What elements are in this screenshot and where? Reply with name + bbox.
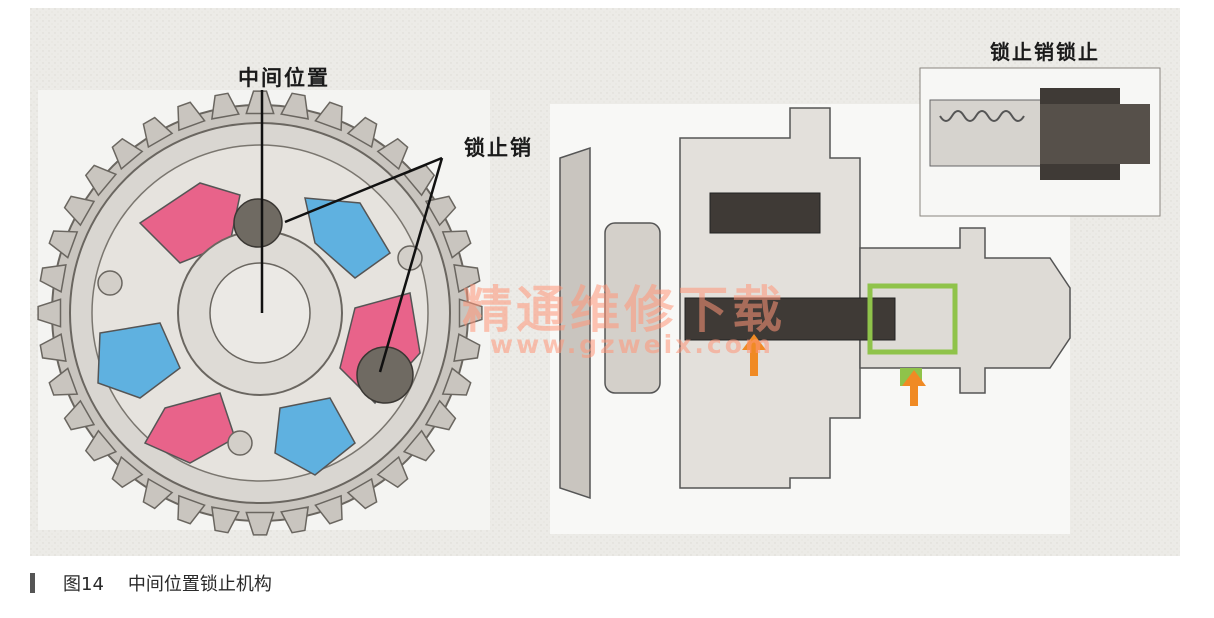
rotor-center	[209, 262, 311, 364]
sprocket-tooth	[48, 230, 79, 259]
lock-pin-upper	[233, 198, 283, 248]
sprocket-edge	[559, 146, 591, 500]
sprocket-tooth	[63, 399, 96, 431]
sprocket-tooth	[63, 195, 96, 227]
sprocket-tooth	[48, 367, 79, 396]
leader-lock-pin-lower	[378, 157, 444, 373]
sprocket-tooth	[441, 367, 472, 396]
sprocket-tooth	[177, 101, 206, 132]
watermark-url: www.gzweix.com	[490, 330, 774, 359]
advance-chamber	[143, 392, 236, 464]
retard-chamber	[304, 197, 391, 279]
vvt-cross-section	[559, 107, 1071, 500]
sprocket-tooth	[280, 92, 309, 120]
sprocket-tooth	[402, 429, 436, 462]
label-middle-position: 中间位置	[238, 66, 330, 90]
sprocket-tooth	[453, 333, 481, 362]
oil-flow-arrow	[902, 370, 926, 406]
sprocket-tooth	[39, 333, 67, 362]
lock-pin-lower	[356, 346, 414, 404]
retard-chamber	[274, 397, 356, 476]
sprocket-tooth	[142, 116, 174, 149]
sprocket-tooth	[37, 298, 62, 328]
caption-number: 图14	[63, 574, 104, 595]
sprocket-tooth	[453, 264, 481, 293]
sprocket-tooth	[142, 477, 174, 510]
caption-title: 中间位置锁止机构	[127, 574, 272, 595]
control-spool	[684, 297, 896, 341]
sprocket-tooth	[376, 455, 409, 489]
sprocket-tooth	[424, 399, 457, 431]
vvt-sprocket	[37, 90, 483, 536]
sprocket-tooth	[314, 101, 343, 132]
oil-passage	[867, 283, 958, 355]
label-lock-pin-locked: 锁止销锁止	[990, 40, 1100, 64]
inset-bore	[929, 99, 1051, 167]
label-lock-pin: 锁止销	[464, 136, 533, 160]
sprocket-tooth	[424, 195, 457, 227]
oil-flow-arrow	[742, 334, 766, 376]
sprocket-tooth	[245, 511, 275, 536]
figure-illustration	[30, 8, 1180, 556]
sprocket-tooth	[314, 494, 343, 525]
sprocket-tooth	[280, 506, 309, 534]
sprocket-tooth	[346, 116, 378, 149]
lock-pin-locked-inset	[919, 67, 1161, 217]
inset-spring	[939, 110, 1025, 122]
sprocket-tooth	[84, 164, 118, 197]
sprocket-tooth	[177, 494, 206, 525]
sprocket-tooth	[346, 477, 378, 510]
leader-lock-pin-upper	[284, 156, 443, 224]
sprocket-tooth	[441, 230, 472, 259]
retard-chamber	[97, 322, 181, 399]
sprocket-tooth	[39, 264, 67, 293]
figure-caption: 图14 中间位置锁止机构	[30, 570, 272, 596]
sprocket-flange	[604, 222, 661, 394]
sprocket-tooth	[211, 92, 240, 120]
caption-bar	[30, 573, 35, 593]
inset-lock-pin-head	[1040, 104, 1150, 164]
sprocket-tooth	[111, 455, 144, 489]
lock-pin-section-upper	[709, 192, 821, 234]
sprocket-tooth	[211, 506, 240, 534]
sprocket-tooth	[458, 298, 483, 328]
sprocket-tooth	[376, 137, 409, 171]
figure: 中间位置 锁止销 锁止销锁止 精通维修下载 www.gzweix.com	[30, 8, 1180, 556]
sprocket-tooth	[111, 137, 144, 171]
bolt-hole	[227, 430, 253, 456]
watermark-text: 精通维修下载	[462, 280, 786, 339]
bolt-hole	[97, 270, 123, 296]
sprocket-tooth	[84, 429, 118, 462]
sprocket-tooth	[245, 90, 275, 115]
